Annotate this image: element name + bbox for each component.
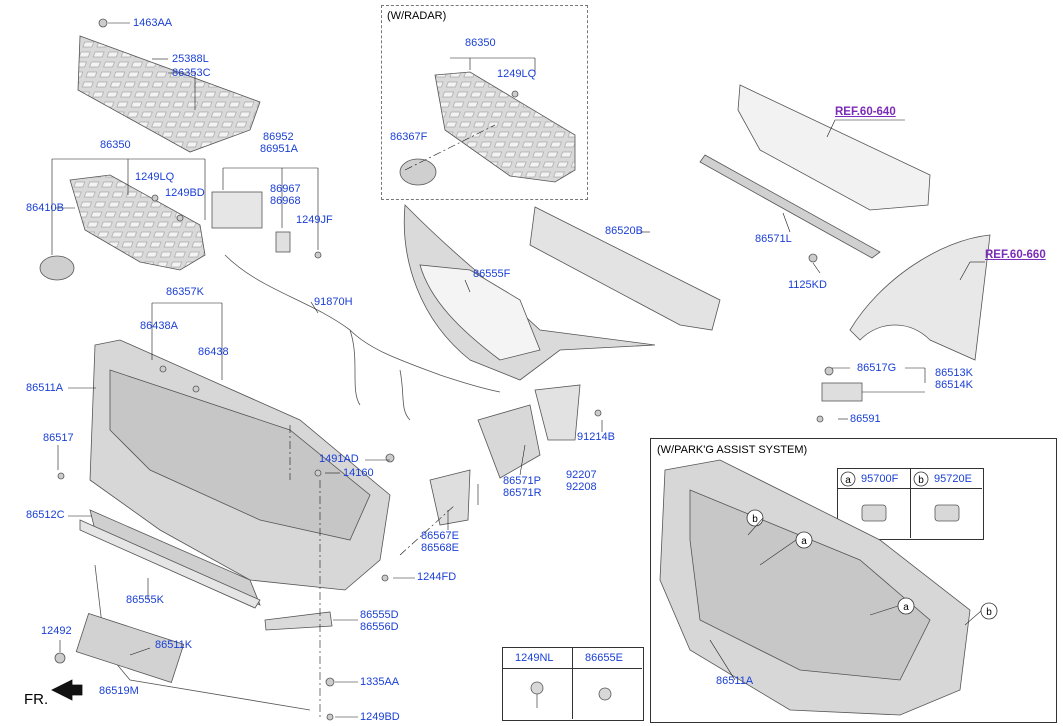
label-86951a: 86951A bbox=[260, 143, 298, 155]
fastener-header-86655e: 86655E bbox=[585, 652, 623, 664]
radar-grille bbox=[434, 71, 576, 183]
label-1249bd-bottom: 1249BD bbox=[360, 711, 400, 723]
clip-86655e-icon bbox=[598, 687, 612, 701]
sensor-mark-b-text: b bbox=[918, 475, 924, 486]
label-86410b: 86410B bbox=[26, 202, 64, 214]
label-86555k: 86555K bbox=[126, 594, 164, 606]
sensor-table-divider bbox=[910, 468, 911, 538]
fender bbox=[849, 234, 991, 361]
cover-86571p bbox=[477, 404, 541, 479]
label-1249lq-radar: 1249LQ bbox=[497, 68, 537, 80]
radar-module-86952 bbox=[211, 191, 263, 229]
callout-b-1-text: b bbox=[752, 514, 758, 525]
front-direction-label: FR. bbox=[24, 691, 49, 708]
sensor-95720e-icon bbox=[934, 504, 960, 522]
label-1125kd: 1125KD bbox=[788, 279, 827, 291]
sensor-table-header-line bbox=[837, 488, 982, 489]
garnish-86555f bbox=[403, 204, 656, 381]
label-86571l: 86571L bbox=[755, 233, 792, 245]
radar-emblem-86367f bbox=[399, 158, 437, 186]
label-86591: 86591 bbox=[850, 413, 881, 425]
wiring-91870h bbox=[224, 254, 501, 421]
label-1249jf: 1249JF bbox=[296, 214, 333, 226]
label-86571r: 86571R bbox=[503, 487, 542, 499]
sensor-mark-b bbox=[913, 471, 929, 487]
label-1491ad: 1491AD bbox=[319, 453, 359, 465]
callout-a-2-text: a bbox=[903, 602, 909, 613]
radar-bracket bbox=[275, 231, 291, 253]
radar-box bbox=[381, 5, 588, 200]
label-86519m: 86519M bbox=[99, 685, 139, 697]
label-92207: 92207 bbox=[566, 469, 597, 481]
label-86511a-park: 86511A bbox=[716, 675, 754, 687]
label-86555f: 86555F bbox=[473, 268, 511, 280]
radar-box-title: (W/RADAR) bbox=[387, 10, 447, 22]
sensor-mark-a bbox=[840, 471, 856, 487]
label-86513k: 86513K bbox=[935, 367, 973, 379]
label-92208: 92208 bbox=[566, 481, 597, 493]
label-1249lq: 1249LQ bbox=[135, 171, 175, 183]
label-86357k: 86357K bbox=[166, 286, 204, 298]
label-86568e: 86568E bbox=[421, 542, 459, 554]
label-86567e: 86567E bbox=[421, 530, 459, 542]
fastener-table-divider bbox=[572, 647, 573, 719]
label-86555d: 86555D bbox=[360, 609, 399, 621]
label-86571p: 86571P bbox=[503, 475, 541, 487]
sensor-mark-a-text: a bbox=[845, 475, 851, 486]
sensor-code-95720e: 95720E bbox=[934, 473, 972, 485]
grille-cover-86353c bbox=[77, 35, 261, 153]
label-86517g: 86517G bbox=[857, 362, 897, 374]
label-86517: 86517 bbox=[43, 432, 74, 444]
label-86367f: 86367F bbox=[390, 131, 428, 143]
callout-a-1-text: a bbox=[801, 536, 807, 547]
bracket-86567e bbox=[429, 469, 471, 526]
plate-86519m bbox=[75, 613, 185, 683]
bumper-beam bbox=[737, 84, 931, 211]
label-86350: 86350 bbox=[100, 139, 131, 151]
label-86350-radar: 86350 bbox=[465, 37, 496, 49]
fastener-header-1249nl: 1249NL bbox=[515, 652, 554, 664]
label-14160: 14160 bbox=[343, 467, 374, 479]
label-1249bd: 1249BD bbox=[165, 187, 205, 199]
park-assist-box bbox=[650, 438, 1057, 723]
label-12492: 12492 bbox=[41, 625, 72, 637]
bracket-91214b bbox=[534, 384, 581, 441]
screw-1249nl-icon bbox=[530, 681, 544, 695]
grille-86350 bbox=[69, 174, 206, 271]
label-25388l: 25388L bbox=[172, 53, 209, 65]
label-86438: 86438 bbox=[198, 346, 229, 358]
label-86514k: 86514K bbox=[935, 379, 973, 391]
emblem-86410b bbox=[39, 255, 75, 281]
label-1463aa: 1463AA bbox=[133, 17, 173, 29]
label-86512c: 86512C bbox=[26, 509, 65, 521]
fr-arrow-icon bbox=[51, 679, 83, 701]
molding-86555d bbox=[264, 611, 333, 631]
sensor-code-95700f: 95700F bbox=[861, 473, 899, 485]
label-86967: 86967 bbox=[270, 183, 301, 195]
label-86556d: 86556D bbox=[360, 621, 399, 633]
beam-86571l bbox=[699, 154, 881, 259]
label-86968: 86968 bbox=[270, 195, 301, 207]
fastener-table bbox=[502, 647, 644, 721]
label-86952: 86952 bbox=[263, 131, 294, 143]
ref-60-660-link[interactable]: REF.60-660 bbox=[985, 249, 1046, 261]
absorber-86520b bbox=[529, 206, 721, 331]
label-86353c: 86353C bbox=[172, 67, 211, 79]
label-91214b: 91214B bbox=[577, 431, 615, 443]
label-1244fd: 1244FD bbox=[417, 571, 457, 583]
park-assist-box-title: (W/PARK'G ASSIST SYSTEM) bbox=[657, 444, 808, 456]
label-86438a: 86438A bbox=[140, 320, 178, 332]
label-91870h: 91870H bbox=[314, 296, 353, 308]
callout-b-2-text: b bbox=[986, 607, 992, 618]
ref-60-640-link[interactable]: REF.60-640 bbox=[835, 106, 896, 118]
lip-86555k bbox=[79, 519, 261, 609]
label-86511k: 86511K bbox=[155, 639, 193, 651]
label-86520b: 86520B bbox=[605, 225, 643, 237]
label-86511a: 86511A bbox=[26, 382, 64, 394]
fastener-table-header-line bbox=[502, 668, 642, 669]
label-1335aa: 1335AA bbox=[360, 676, 400, 688]
sensor-95700f-icon bbox=[861, 504, 887, 522]
